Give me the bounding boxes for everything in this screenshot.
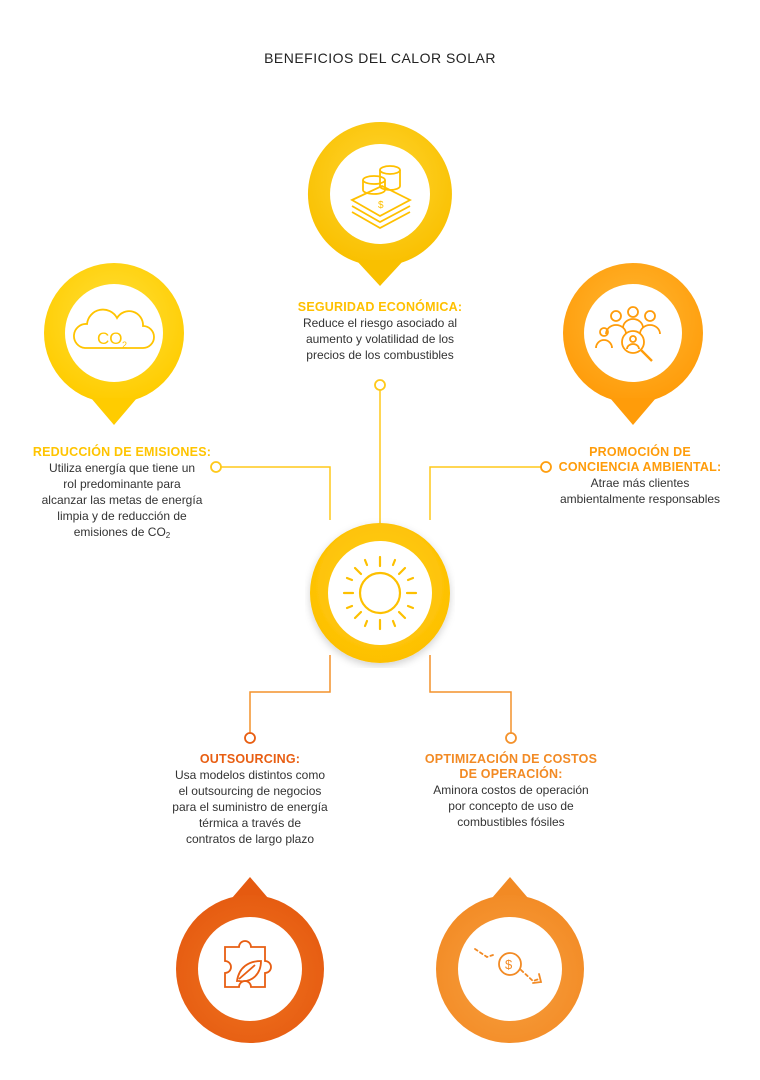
optimizacion-pin: $ bbox=[436, 877, 584, 1043]
optimizacion-block: OPTIMIZACIÓN DE COSTOS DE OPERACIÓN: Ami… bbox=[401, 752, 621, 830]
connector-dot bbox=[540, 461, 552, 473]
svg-text:CO: CO bbox=[97, 329, 123, 348]
seguridad-pin: $ bbox=[307, 122, 452, 286]
conciencia-block: PROMOCIÓN DE CONCIENCIA AMBIENTAL: Atrae… bbox=[540, 445, 740, 507]
emisiones-block: REDUCCIÓN DE EMISIONES: Utiliza energía … bbox=[22, 445, 222, 544]
sun-icon bbox=[342, 555, 418, 631]
conciencia-heading: PROMOCIÓN DE CONCIENCIA AMBIENTAL: bbox=[558, 445, 722, 474]
optimizacion-heading: OPTIMIZACIÓN DE COSTOS DE OPERACIÓN: bbox=[424, 752, 598, 781]
conciencia-text: Atrae más clientes ambientalmente respon… bbox=[559, 476, 721, 506]
seguridad-heading: SEGURIDAD ECONÓMICA: bbox=[297, 300, 463, 314]
connector-dot bbox=[210, 461, 222, 473]
emisiones-heading: REDUCCIÓN DE EMISIONES: bbox=[32, 445, 212, 459]
cost-down-icon: $ bbox=[474, 948, 543, 984]
connector-dot bbox=[505, 732, 517, 744]
seguridad-text: Reduce el riesgo asociado al aumento y v… bbox=[302, 316, 458, 362]
svg-text:$: $ bbox=[505, 957, 513, 972]
sun-medallion bbox=[310, 523, 450, 663]
money-stack-icon: $ bbox=[350, 165, 412, 230]
emisiones-pin: CO 2 bbox=[44, 263, 184, 425]
connector-dot bbox=[244, 732, 256, 744]
svg-text:$: $ bbox=[378, 200, 384, 211]
svg-text:2: 2 bbox=[122, 340, 127, 350]
puzzle-leaf-icon bbox=[224, 940, 272, 988]
outsourcing-heading: OUTSOURCING: bbox=[199, 752, 301, 766]
co2-cloud-icon: CO 2 bbox=[73, 308, 155, 350]
conciencia-pin bbox=[563, 263, 703, 425]
outsourcing-text: Usa modelos distintos como el outsourcin… bbox=[172, 768, 328, 846]
page-title: BENEFICIOS DEL CALOR SOLAR bbox=[264, 50, 496, 66]
connector-dot bbox=[374, 379, 386, 391]
emisiones-text: Utiliza energía que tiene un rol predomi… bbox=[41, 461, 203, 540]
people-search-icon bbox=[595, 306, 661, 362]
optimizacion-text: Aminora costos de operación por concepto… bbox=[433, 783, 589, 829]
seguridad-block: SEGURIDAD ECONÓMICA: Reduce el riesgo as… bbox=[260, 300, 500, 363]
outsourcing-block: OUTSOURCING: Usa modelos distintos como … bbox=[140, 752, 360, 847]
outsourcing-pin bbox=[176, 877, 324, 1043]
